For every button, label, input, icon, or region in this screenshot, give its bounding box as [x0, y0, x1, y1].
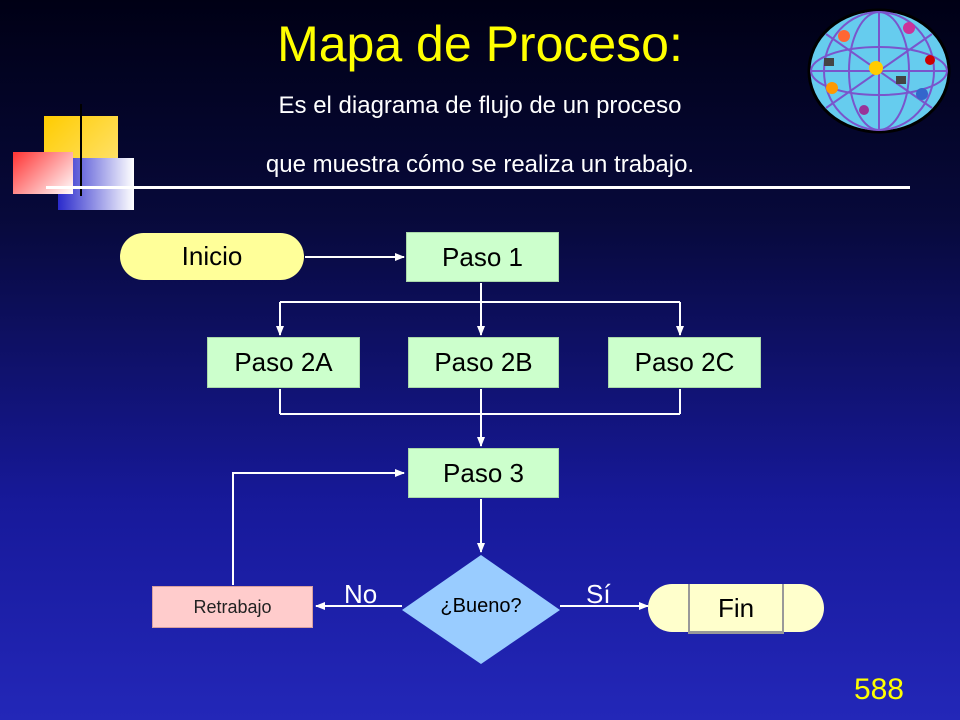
branch-label-no: No — [344, 579, 378, 609]
step-2b: Paso 2B — [408, 337, 559, 388]
step-2a: Paso 2A — [207, 337, 360, 388]
page-number: 588 — [853, 673, 904, 706]
step-3-label: Paso 3 — [443, 457, 524, 488]
end-terminal: Fin — [648, 584, 824, 634]
rework-box: Retrabajo — [152, 586, 313, 628]
start-terminal: Inicio — [120, 233, 304, 280]
page-title: Mapa de Proceso: — [277, 16, 683, 72]
header-divider — [46, 186, 910, 189]
connector-rework-loop — [232, 469, 405, 585]
globe-network-icon — [804, 6, 954, 134]
step-2a-label: Paso 2A — [234, 347, 333, 377]
subtitle-line-2: que muestra cómo se realiza un trabajo. — [265, 151, 695, 178]
decorative-squares — [0, 0, 150, 215]
step-2c-label: Paso 2C — [634, 347, 735, 377]
decision-label: ¿Bueno? — [440, 595, 522, 617]
step-3: Paso 3 — [408, 448, 559, 498]
end-label: Fin — [717, 592, 755, 623]
subtitle-line-1: Es el diagrama de flujo de un proceso — [278, 92, 682, 119]
step-2b-label: Paso 2B — [434, 347, 533, 377]
step-1-label: Paso 1 — [442, 241, 523, 272]
step-2c: Paso 2C — [608, 337, 761, 388]
step-1: Paso 1 — [406, 232, 559, 282]
rework-label: Retrabajo — [193, 596, 272, 617]
decision-diamond — [402, 555, 560, 664]
start-label: Inicio — [181, 241, 243, 271]
branch-label-yes: Sí — [586, 579, 611, 609]
